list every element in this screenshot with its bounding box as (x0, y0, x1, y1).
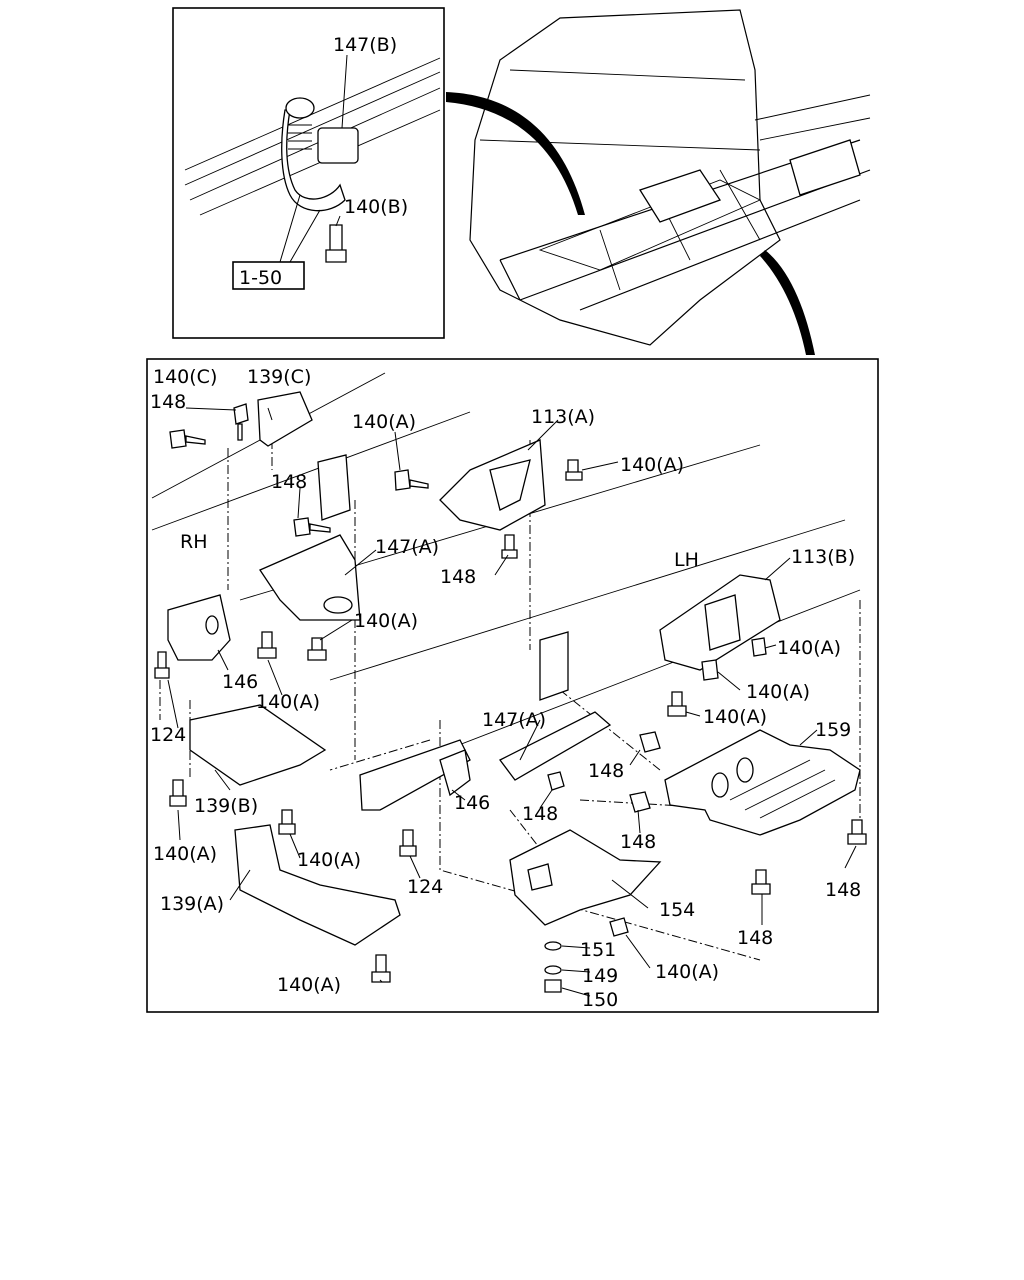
callout: 147(A) (375, 536, 439, 558)
callout: 140(A) (297, 849, 361, 871)
clamp-147b (317, 127, 359, 164)
callout: 151 (580, 939, 616, 961)
callout: 150 (582, 989, 618, 1011)
callout: 159 (815, 719, 851, 741)
bracket-139c (257, 391, 313, 447)
callout: 148 (620, 831, 656, 853)
callout: 140(A) (777, 637, 841, 659)
clip-bracket (317, 454, 351, 521)
ref-box-1-50 (232, 261, 305, 290)
side-label-lh: LH (674, 549, 699, 571)
callout: 124 (150, 724, 186, 746)
callout: 149 (582, 965, 618, 987)
truck-cab-outline (469, 9, 781, 346)
washer-149 (544, 965, 562, 975)
bolt-124-center (399, 829, 417, 857)
callout: 148 (271, 471, 307, 493)
bolt-140c (233, 403, 249, 441)
bolt-140a-upper (257, 631, 327, 661)
callout: 148 (150, 391, 186, 413)
inset-label-140b: 140(B) (344, 196, 408, 218)
callout: 148 (588, 760, 624, 782)
callout: 140(A) (703, 706, 767, 728)
bolt-140a-139b (169, 779, 296, 835)
leader-lines (167, 407, 857, 997)
bolt-148-topleft (169, 429, 206, 449)
bolt-140a-113b (667, 637, 767, 717)
callout: 146 (454, 792, 490, 814)
plate-139b (189, 704, 327, 786)
truck-overview (446, 9, 871, 355)
vertical-bracket (539, 631, 569, 701)
callout: 124 (407, 876, 443, 898)
exploded-view: RH LH 140(C) 139(C) 148 140(A) 113(A) 14… (146, 358, 879, 1013)
bolt-140a-1 (394, 469, 429, 491)
bolt-148-center (547, 731, 661, 813)
pointer-arrow-inset (446, 92, 585, 215)
bracket-147a-lower (499, 711, 612, 781)
callout: 139(B) (194, 795, 258, 817)
bracket-center (359, 739, 471, 811)
callout: 140(A) (352, 411, 416, 433)
callout: 140(A) (746, 681, 810, 703)
inset-label-147b: 147(B) (333, 34, 397, 56)
bracket-139a (234, 824, 401, 946)
inset-detail: 147(B) 140(B) 1-50 (172, 7, 445, 339)
bolt-124-left (154, 651, 170, 679)
bracket-146-center (439, 749, 471, 797)
skid-plate-154 (509, 829, 662, 926)
guard-159 (664, 729, 861, 836)
bolt-140a-2 (565, 459, 583, 481)
inset-label-1-50: 1-50 (239, 267, 282, 289)
callout: 140(C) (153, 366, 217, 388)
callout: 139(C) (247, 366, 311, 388)
bracket-113a (439, 439, 546, 531)
callout: 140(A) (256, 691, 320, 713)
callout: 148 (522, 803, 558, 825)
callout: 140(A) (153, 843, 217, 865)
callout: 148 (440, 566, 476, 588)
callout: 148 (737, 927, 773, 949)
filler-cap (285, 97, 315, 119)
callout: 146 (222, 671, 258, 693)
side-label-rh: RH (180, 531, 208, 553)
hose-pipe (281, 109, 346, 212)
bolt-140a-154 (609, 917, 629, 937)
callout: 147(A) (482, 709, 546, 731)
callout: 154 (659, 899, 695, 921)
callout: 139(A) (160, 893, 224, 915)
callout: 113(B) (791, 546, 855, 568)
bolt-148-mid (501, 534, 518, 559)
bracket-146-left (167, 594, 231, 661)
pointer-arrow-main (760, 250, 815, 355)
washer-151 (544, 941, 562, 951)
bolt-140a-bottom (371, 954, 391, 983)
callout: 113(A) (531, 406, 595, 428)
bolt-140b (325, 224, 347, 263)
bolt-148-159 (751, 819, 867, 895)
callout: 140(A) (354, 610, 418, 632)
callout: 140(A) (620, 454, 684, 476)
nut-150 (544, 979, 562, 993)
main-frame (146, 358, 879, 1013)
inset-frame (172, 7, 445, 339)
bolt-148-a (293, 517, 331, 537)
callout: 148 (825, 879, 861, 901)
callout: 140(A) (277, 974, 341, 996)
callout: 140(A) (655, 961, 719, 983)
